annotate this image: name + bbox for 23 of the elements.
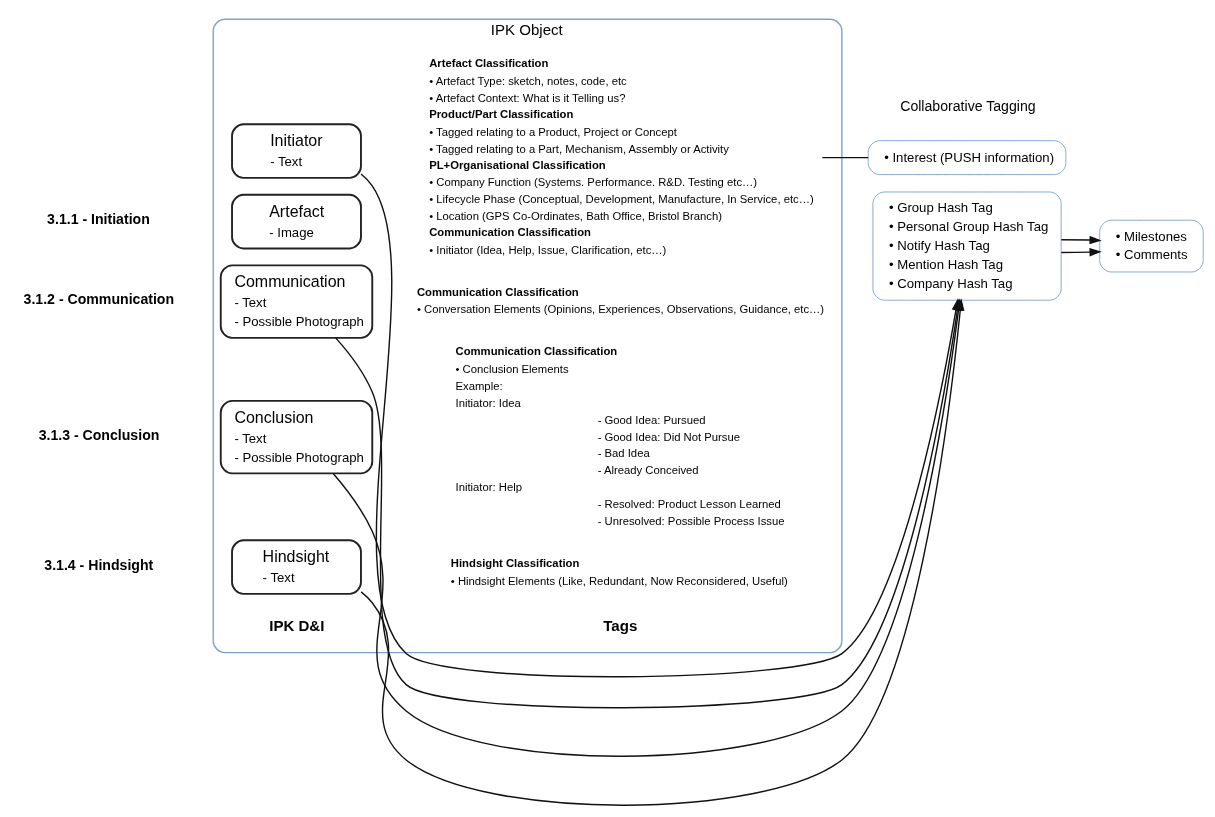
label: - Good Idea: Pursued [597, 413, 706, 426]
label: • Conversation Elements (Opinions, Experiences, Observations, Guidance, etc…) [416, 303, 824, 316]
label: IPK D&I [268, 616, 324, 634]
label: Communication Classification [416, 285, 579, 298]
label: 3.1.3 - Conclusion [38, 426, 159, 443]
node-text: Artefact Classification • Artefact Type: sketch, notes, code, etc • Artefact Context: What is it Telling us? Product/Part Classification • Tagged relating to a Product, Project or Concept • Tagged relating to a Part, Mechanism, Assembly or Activity PL+Organisational Classification • Company Function (Systems. Performance. R&D. Testing etc…) • Lifecycle Phase (Conceptual, Development, Manufacture, In Service, etc…) • Location (GPS Co-Ordinates, Bath Office, Bristol Branch) Communication Classification • Initiator (Idea, Help, Issue, Clarification, etc…) [428, 56, 814, 257]
label: - Already Conceived [597, 464, 699, 477]
label: 3.1.1 - Initiation [46, 211, 150, 228]
label: Communication Classification [455, 344, 617, 357]
label: 3.1.4 - Hindsight [43, 556, 153, 573]
label: • Hindsight Elements (Like, Redundant, Now Reconsidered, Useful) [450, 574, 788, 587]
label: - Resolved: Product Lesson Learned [597, 498, 781, 511]
label: Hindsight Classification [450, 556, 579, 569]
label: • Conclusion Elements [455, 362, 569, 375]
label: Example: [455, 379, 503, 392]
label: - Bad Idea [597, 447, 650, 460]
label: - Good Idea: Did Not Pursue [597, 430, 740, 443]
label: Tags [602, 616, 637, 634]
label: - Unresolved: Possible Process Issue [597, 515, 785, 528]
label: Collaborative Tagging [899, 97, 1036, 114]
label: Initiator: Idea [455, 396, 521, 409]
label: 3.1.2 - Communication [23, 291, 174, 308]
label: Initiator: Help [455, 481, 522, 494]
